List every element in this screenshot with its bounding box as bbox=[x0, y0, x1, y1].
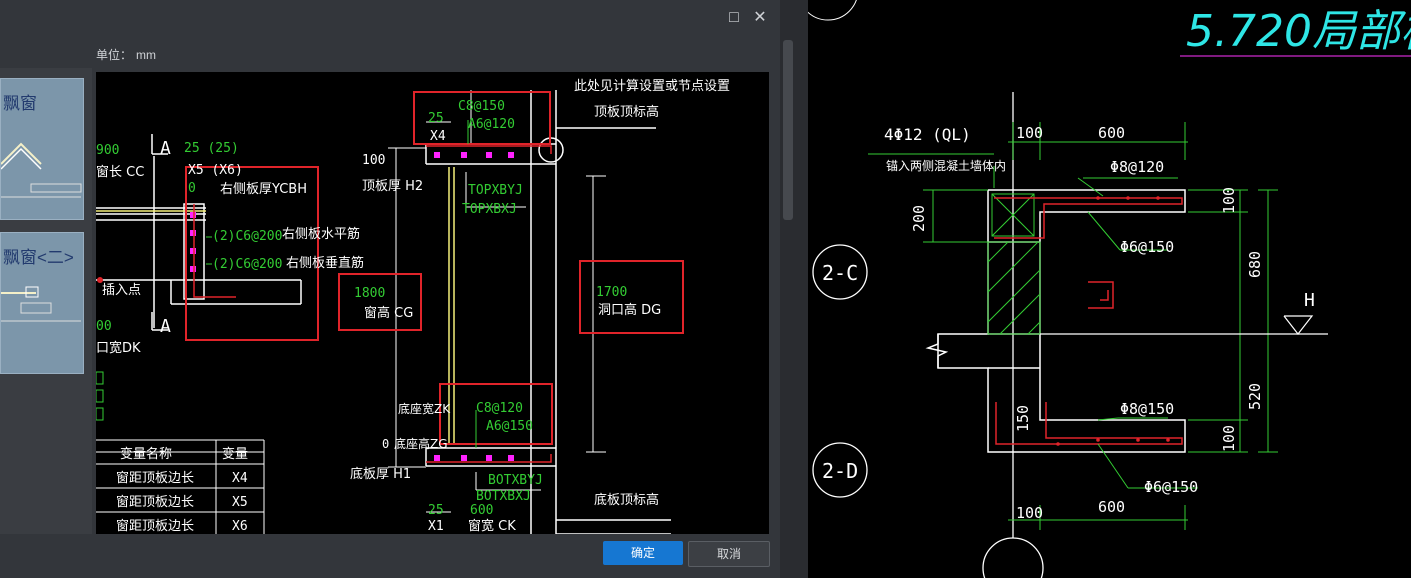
scrollbar-thumb[interactable] bbox=[783, 40, 793, 220]
table-row-2-name: 窗距顶板边长 bbox=[116, 494, 194, 510]
window-height-label: 窗高 CG bbox=[364, 305, 413, 321]
table-row-3-var: X6 bbox=[232, 519, 248, 534]
cad-drawing-view: 5.720局部板配 2-C 2-D bbox=[808, 0, 1411, 578]
zero-label: 0 bbox=[188, 181, 196, 196]
bottom-elev-label: 底板顶标高 bbox=[594, 492, 659, 508]
top-c8-spec: C8@150 bbox=[458, 99, 505, 114]
thumbnail-bay-window-2[interactable]: 飘窗<二> bbox=[0, 232, 84, 374]
bottom-thick-label: 底板厚 H1 bbox=[350, 466, 411, 482]
bay-window-dialog: □ ✕ 单位：mm 飘窗 飘窗<二> bbox=[0, 0, 780, 567]
v-bar-label: 右侧板垂直筋 bbox=[286, 255, 364, 271]
thumbnail-sketch-icon bbox=[1, 286, 81, 322]
insert-point-label: 插入点 bbox=[102, 283, 141, 298]
bar-6-150-b-label: Φ6@150 bbox=[1144, 478, 1198, 496]
v-bar-spec: (2)C6@200 bbox=[212, 257, 282, 272]
bar-8-120-label: Φ8@120 bbox=[1110, 158, 1164, 176]
botxbxj-label: BOTXBXJ bbox=[476, 489, 531, 504]
roof-elev-label: 顶板顶标高 bbox=[594, 104, 659, 120]
axis-c-label: 2-C bbox=[822, 261, 858, 285]
dim-00-label: 00 bbox=[96, 319, 112, 334]
roof-thick-label: 顶板厚 H2 bbox=[362, 179, 423, 194]
thumbnail-bay-window-1[interactable]: 飘窗 bbox=[0, 78, 84, 220]
bar-6-150-a-label: Φ6@150 bbox=[1120, 238, 1174, 256]
close-icon[interactable]: ✕ bbox=[753, 9, 767, 26]
x1-label: X1 bbox=[428, 519, 444, 534]
dim-25b-label: 25 bbox=[428, 503, 444, 518]
dim-100-bot: 100 bbox=[1016, 504, 1043, 522]
base-width-label: 底座宽ZK bbox=[398, 401, 451, 416]
thumbnail-sketch-icon bbox=[1, 142, 82, 198]
dim-600-label: 600 bbox=[470, 503, 493, 518]
dim-600-bot: 600 bbox=[1098, 498, 1125, 516]
base-height-zero: 0 bbox=[382, 437, 389, 451]
dim-680-label: 680 bbox=[1246, 251, 1264, 278]
table-row-2-var: X5 bbox=[232, 495, 248, 510]
topxbxj-label: TOPXBXJ bbox=[462, 202, 517, 217]
table-header-name: 变量名称 bbox=[120, 446, 172, 462]
dim-100-top: 100 bbox=[1016, 124, 1043, 142]
cad-section-drawing: 5.720局部板配 2-C 2-D bbox=[808, 0, 1411, 578]
x4-label: X4 bbox=[430, 129, 446, 144]
h-bar-spec: (2)C6@200 bbox=[212, 229, 282, 244]
table-row-1-var: X4 bbox=[232, 471, 248, 486]
botxbyj-label: BOTXBYJ bbox=[488, 473, 543, 488]
bot-a6-spec: A6@150 bbox=[486, 419, 533, 434]
unit-row: 单位：mm bbox=[96, 46, 156, 63]
opening-height-label: 洞口高 DG bbox=[598, 302, 661, 318]
maximize-icon[interactable]: □ bbox=[729, 9, 739, 26]
dim-100-r1-label: 100 bbox=[1220, 187, 1238, 214]
h-label: H bbox=[1304, 290, 1315, 311]
x5x6-label: X5 (X6) bbox=[188, 163, 243, 178]
h-bar-label: 右侧板水平筋 bbox=[282, 226, 360, 242]
dim-150-label: 150 bbox=[1014, 405, 1032, 432]
window-length-label: 窗长 CC bbox=[96, 164, 144, 180]
parametric-drawing-canvas: A A 窗长 CC X5 (X6) 右侧板厚YCBH 右侧板水平筋 右侧板垂直筋… bbox=[96, 72, 769, 534]
window-width-label: 窗宽 CK bbox=[468, 518, 516, 534]
opening-width-label: 口宽DK bbox=[96, 340, 141, 356]
vertical-scrollbar[interactable] bbox=[780, 0, 796, 578]
dialog-titlebar: □ ✕ bbox=[0, 0, 780, 36]
table-header-var: 变量 bbox=[222, 446, 248, 462]
unit-label: 单位： bbox=[96, 48, 133, 62]
dim-25-label: 25 bbox=[428, 111, 444, 126]
window-height-value: 1800 bbox=[354, 286, 385, 301]
cad-title: 5.720局部板配 bbox=[1186, 6, 1411, 57]
top-note-label: 此处见计算设置或节点设置 bbox=[574, 79, 730, 94]
dim-100-r2-label: 100 bbox=[1220, 425, 1238, 452]
opening-height-value: 1700 bbox=[596, 285, 627, 300]
cancel-button[interactable]: 取消 bbox=[688, 541, 770, 567]
dim-520-label: 520 bbox=[1246, 383, 1264, 410]
top-a6-spec: A6@120 bbox=[468, 117, 515, 132]
right-plate-thick-label: 右侧板厚YCBH bbox=[220, 182, 307, 197]
thumbnail-list: 飘窗 飘窗<二> bbox=[0, 68, 92, 534]
dim-200-label: 200 bbox=[910, 205, 928, 232]
pane-divider[interactable] bbox=[796, 0, 808, 578]
section-marker-a-bottom: A bbox=[160, 316, 171, 337]
dim-25-25-label: 25 (25) bbox=[184, 141, 239, 156]
bay-window-section-drawing: A A 窗长 CC X5 (X6) 右侧板厚YCBH 右侧板水平筋 右侧板垂直筋… bbox=[96, 79, 730, 534]
thumbnail-label: 飘窗 bbox=[3, 94, 37, 113]
table-row-1-name: 窗距顶板边长 bbox=[116, 470, 194, 486]
section-marker-a-top: A bbox=[160, 138, 171, 159]
dim-900-label: 900 bbox=[96, 143, 119, 158]
anchor-note-label: 锚入两侧混凝土墙体内 bbox=[886, 158, 1006, 173]
dim-600-top: 600 bbox=[1098, 124, 1125, 142]
unit-value: mm bbox=[136, 48, 157, 62]
table-row-3-name: 窗距顶板边长 bbox=[116, 518, 194, 534]
axis-d-label: 2-D bbox=[822, 459, 858, 483]
bar-8-150-label: Φ8@150 bbox=[1120, 400, 1174, 418]
base-height-label: 底座高ZG bbox=[394, 436, 448, 451]
rebar-ql-label: 4Φ12 (QL) bbox=[884, 125, 971, 144]
topxbyj-label: TOPXBYJ bbox=[468, 183, 523, 198]
dim-100-label: 100 bbox=[362, 153, 385, 168]
bot-c8-spec: C8@120 bbox=[476, 401, 523, 416]
ok-button[interactable]: 确定 bbox=[603, 541, 683, 565]
thumbnail-label: 飘窗<二> bbox=[3, 248, 74, 267]
